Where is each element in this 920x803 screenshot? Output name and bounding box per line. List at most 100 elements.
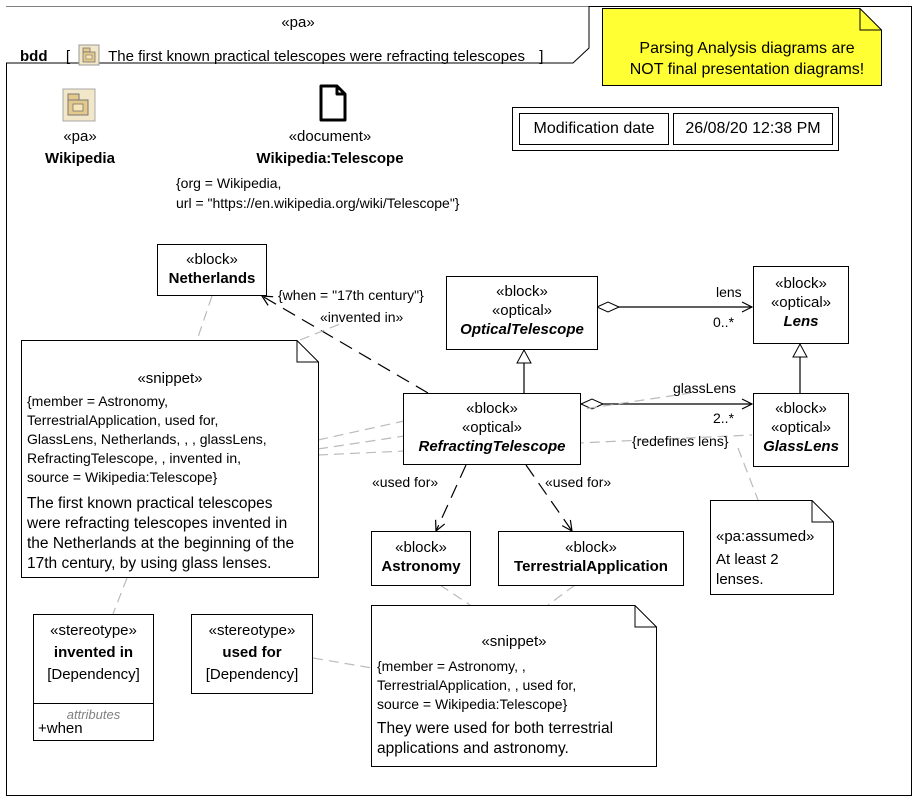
frame-title: The first known practical telescopes wer… — [108, 47, 525, 65]
label-invented-in: «invented in» — [320, 309, 404, 325]
snippet-note-used-for-shape — [371, 605, 657, 767]
block-refracting-telescope[interactable]: «block» «optical» RefractingTelescope — [403, 393, 581, 465]
stereotype-compartment-divider — [34, 703, 153, 704]
modification-date-value: 26/08/20 12:38 PM — [673, 113, 833, 145]
frame-tab-outline — [6, 6, 590, 64]
block-lens-stereotype-2: «optical» — [770, 294, 832, 311]
package-wikipedia-stereotype: «pa» — [63, 128, 97, 145]
edge-used-for-terrestrial — [525, 464, 572, 531]
block-glass-lens-name: GlassLens — [763, 438, 839, 455]
stereotype-attribute-when[interactable]: +when — [38, 720, 83, 737]
block-glass-lens[interactable]: «block» «optical» GlassLens — [753, 393, 849, 467]
snippet-note-used-for: «snippet» {member = Astronomy, , Terrest… — [371, 605, 657, 767]
block-refracting-telescope-name: RefractingTelescope — [418, 438, 566, 455]
label-redefines: {redefines lens} — [632, 433, 729, 449]
document-tag-url: url = "https://en.wikipedia.org/wiki/Tel… — [176, 195, 460, 211]
block-glass-lens-stereotype-2: «optical» — [770, 419, 832, 436]
block-netherlands-name: Netherlands — [168, 270, 256, 287]
label-used-for-terrestrial: «used for» — [545, 474, 612, 490]
frame-bracket-open: [ — [65, 47, 71, 65]
snippet-used-for-tag-line: TerrestrialApplication, , used for, — [377, 677, 577, 693]
snippet-invented-tag-line: RefractingTelescope, , invented in, — [27, 450, 242, 466]
warning-note: Parsing Analysis diagrams are NOT final … — [602, 8, 882, 86]
snippet-invented-tag-line: GlassLens, Netherlands, , , glassLens, — [27, 431, 267, 447]
package-icon — [78, 44, 100, 70]
block-optical-telescope-name: OpticalTelescope — [460, 321, 584, 338]
block-optical-telescope[interactable]: «block» «optical» OpticalTelescope — [446, 276, 598, 350]
label-glasslens-multiplicity: 2..* — [713, 410, 735, 426]
block-netherlands-stereotype: «block» — [186, 251, 238, 268]
block-astronomy[interactable]: «block» Astronomy — [371, 531, 471, 586]
assumed-note-stereotype: «pa:assumed» — [716, 528, 815, 545]
stereotype-attributes-heading: attributes — [66, 707, 121, 722]
snippet-invented-tag-line: TerrestrialApplication, used for, — [27, 412, 219, 428]
package-wikipedia-icon — [62, 88, 96, 122]
warning-note-shape — [602, 8, 882, 86]
edge-used-for-astronomy — [436, 464, 467, 531]
snippet-used-for-text-line: applications and astronomy. — [377, 740, 569, 757]
label-used-for-astronomy: «used for» — [372, 474, 439, 490]
block-lens-stereotype-1: «block» — [775, 275, 827, 292]
frame-kind: bdd — [20, 47, 48, 65]
assumed-note: «pa:assumed» At least 2 lenses. — [710, 500, 834, 595]
block-terrestrial-application-name: TerrestrialApplication — [514, 558, 668, 575]
assumed-note-text-line: At least 2 — [716, 551, 779, 568]
document-stereotype: «document» — [288, 128, 372, 145]
snippet-invented-text-line: were refracting telescopes invented in — [27, 515, 288, 532]
block-netherlands[interactable]: «block» Netherlands — [157, 244, 267, 296]
snippet-invented-tag-line: source = Wikipedia:Telescope} — [27, 469, 218, 485]
stereotype-used-for-keyword: «stereotype» — [208, 622, 296, 639]
snippet-used-for-text: They were used for both terrestrial appl… — [377, 719, 613, 759]
snippet-invented-text: The first known practical telescopes wer… — [27, 494, 294, 574]
snippet-invented-text-line: the Netherlands at the beginning of the — [27, 535, 295, 552]
label-glasslens-role: glassLens — [673, 380, 737, 396]
block-optical-telescope-stereotype-1: «block» — [496, 283, 548, 300]
stereotype-invented-in-keyword: «stereotype» — [50, 622, 137, 639]
block-terrestrial-application-stereotype: «block» — [565, 539, 617, 556]
document-icon — [318, 84, 348, 122]
block-astronomy-stereotype: «block» — [395, 539, 447, 556]
block-refracting-telescope-stereotype-1: «block» — [466, 400, 518, 417]
stereotype-invented-in[interactable]: «stereotype» invented in [Dependency] at… — [33, 614, 154, 741]
assumed-note-shape — [710, 500, 834, 595]
block-astronomy-name: Astronomy — [381, 558, 461, 575]
snippet-invented-tags: {member = Astronomy, TerrestrialApplicat… — [27, 392, 267, 487]
snippet-invented-text-line: The first known practical telescopes — [27, 495, 273, 512]
snippet-used-for-tag-line: {member = Astronomy, , — [377, 658, 526, 674]
package-wikipedia-name: Wikipedia — [45, 150, 115, 167]
document-tag-org: {org = Wikipedia, — [176, 175, 282, 191]
block-glass-lens-stereotype-1: «block» — [775, 400, 827, 417]
frame-title-row: bdd [ The first known practical telescop… — [20, 44, 543, 70]
snippet-used-for-stereotype: «snippet» — [481, 633, 547, 650]
block-lens[interactable]: «block» «optical» Lens — [753, 266, 849, 344]
stereotype-invented-in-meta: [Dependency] — [47, 666, 140, 683]
warning-line-2: NOT final presentation diagrams! — [629, 61, 865, 78]
edge-invented-in — [262, 296, 429, 394]
snippet-note-invented: «snippet» {member = Astronomy, Terrestri… — [21, 340, 319, 578]
block-lens-name: Lens — [783, 313, 819, 330]
snippet-invented-stereotype: «snippet» — [137, 370, 203, 387]
label-lens-multiplicity: 0..* — [713, 314, 735, 330]
snippet-used-for-tag-line: source = Wikipedia:Telescope} — [377, 696, 568, 712]
stereotype-used-for[interactable]: «stereotype» used for [Dependency] — [191, 614, 313, 694]
document-name: Wikipedia:Telescope — [256, 150, 404, 167]
frame-bracket-close: ] — [539, 47, 544, 65]
label-when: {when = "17th century"} — [278, 287, 424, 303]
snippet-invented-text-line: 17th century, by using glass lenses. — [27, 555, 272, 572]
snippet-used-for-tags: {member = Astronomy, , TerrestrialApplic… — [377, 657, 576, 714]
snippet-invented-tag-line: {member = Astronomy, — [27, 393, 168, 409]
snippet-used-for-text-line: They were used for both terrestrial — [377, 720, 614, 737]
stereotype-invented-in-name: invented in — [53, 644, 134, 661]
warning-note-text: Parsing Analysis diagrams are NOT final … — [612, 38, 882, 80]
warning-line-1: Parsing Analysis diagrams are — [639, 40, 855, 57]
block-optical-telescope-stereotype-2: «optical» — [491, 302, 553, 319]
frame-stereotype: «pa» — [281, 14, 315, 31]
block-terrestrial-application[interactable]: «block» TerrestrialApplication — [498, 531, 684, 586]
stereotype-used-for-name: used for — [222, 644, 282, 661]
snippet-note-invented-shape — [21, 340, 319, 578]
stereotype-invented-in-header: «stereotype» invented in [Dependency] — [34, 615, 153, 684]
modification-date-table: Modification date 26/08/20 12:38 PM — [512, 107, 839, 151]
modification-date-label: Modification date — [519, 113, 669, 145]
assumed-note-text: At least 2 lenses. — [716, 550, 779, 590]
